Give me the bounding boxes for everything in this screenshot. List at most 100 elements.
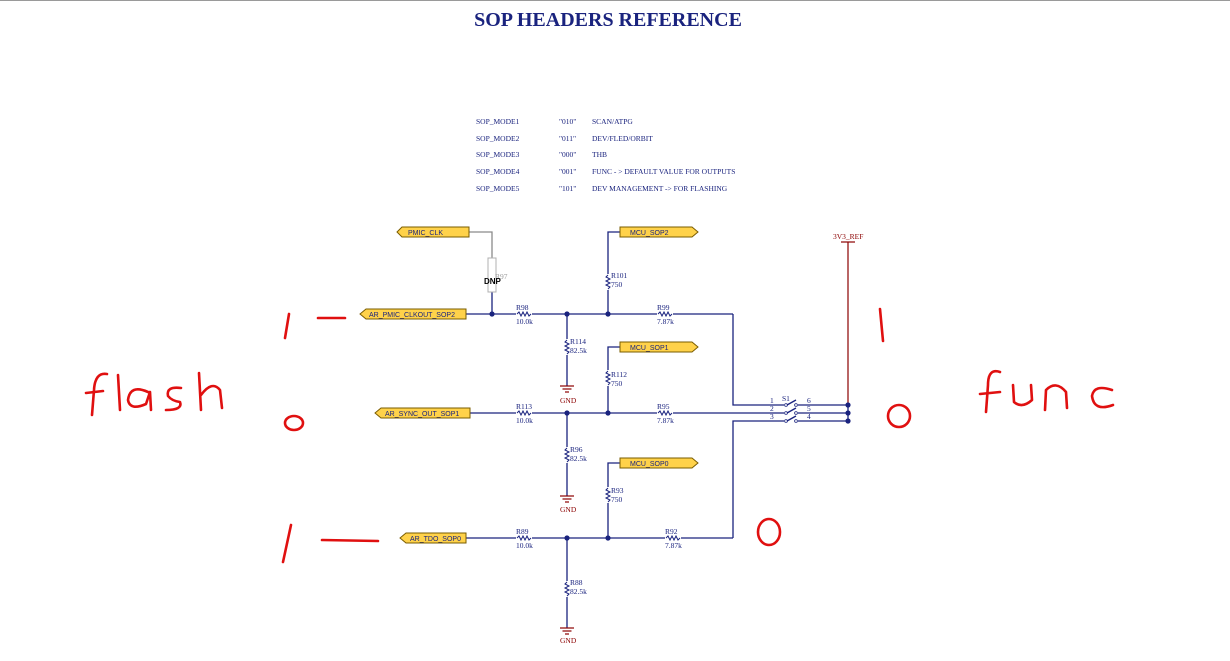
wire-mcu-sop1 xyxy=(607,346,620,413)
resistor-value: 10.0k xyxy=(516,541,533,550)
port-mcu-sop1: MCU_SOP1 xyxy=(619,341,699,353)
ground-label: GND xyxy=(560,505,577,514)
handwritten-func xyxy=(978,370,1115,414)
resistor-r114 xyxy=(564,339,570,355)
resistor-labels: R98 10.0k R99 7.87k R101 750 R114 82.5k … xyxy=(516,271,682,596)
handwritten-bit-one xyxy=(878,307,885,343)
resistor-ref: R113 xyxy=(516,402,532,411)
resistor-r88 xyxy=(564,581,570,597)
mode-description: DEV MANAGEMENT -> FOR FLASHING xyxy=(592,183,728,193)
handwritten-flash xyxy=(84,371,224,417)
junction-node xyxy=(845,402,851,408)
port-label: PMIC_CLK xyxy=(408,230,443,237)
resistor-r113 xyxy=(516,410,532,416)
mode-name: SOP_MODE2 xyxy=(476,133,520,143)
junction-node xyxy=(605,410,611,416)
port-label: MCU_SOP2 xyxy=(630,230,669,237)
ground-symbols: GND GND GND xyxy=(560,385,577,645)
dnp-resistor-r97: R97 DNP xyxy=(484,257,508,293)
resistor-value: 750 xyxy=(611,495,623,504)
page-title: SOP HEADERS REFERENCE xyxy=(474,9,742,31)
port-label: MCU_SOP0 xyxy=(630,461,669,468)
switch-pin-label: 3 xyxy=(770,412,774,421)
handwritten-bit-zero xyxy=(283,414,305,432)
resistor-r99 xyxy=(657,311,673,317)
resistor-value: 82.5k xyxy=(570,454,587,463)
mode-name: SOP_MODE1 xyxy=(476,117,520,126)
port-label: AR_SYNC_OUT_SOP1 xyxy=(385,411,459,418)
resistor-value: 750 xyxy=(611,379,623,388)
resistor-value: 750 xyxy=(611,280,623,289)
mode-code: "001" xyxy=(559,167,577,177)
mode-code: "000" xyxy=(559,150,577,160)
port-ar-sync-out-sop1: AR_SYNC_OUT_SOP1 xyxy=(374,407,471,419)
ground-label: GND xyxy=(560,636,577,645)
port-label: AR_PMIC_CLKOUT_SOP2 xyxy=(369,312,455,319)
switch-ref-label: S1 xyxy=(782,394,790,403)
mode-description: SCAN/ATPG xyxy=(592,117,633,126)
resistor-ref: R112 xyxy=(611,370,627,379)
r97-ref-label: R97 xyxy=(495,272,508,281)
resistor-value: 7.87k xyxy=(657,317,674,326)
junction-node xyxy=(605,311,611,317)
handwritten-bit-zero xyxy=(756,517,782,547)
resistor-r95 xyxy=(657,410,673,416)
handwritten-annotations xyxy=(84,307,1115,564)
ground-label: GND xyxy=(560,396,577,405)
resistor-ref: R95 xyxy=(657,402,670,411)
resistor-ref: R99 xyxy=(657,303,670,312)
switch-pin-label: 4 xyxy=(807,412,811,421)
junction-nodes xyxy=(489,311,851,541)
dnp-label: DNP xyxy=(484,277,502,286)
resistor-value: 7.87k xyxy=(657,416,674,425)
mode-code: "101" xyxy=(559,183,577,193)
resistor-r89 xyxy=(516,535,532,541)
mode-description: FUNC - > DEFAULT VALUE FOR OUTPUTS xyxy=(592,167,736,177)
port-mcu-sop0: MCU_SOP0 xyxy=(619,457,699,469)
power-symbol: 3V3_REF xyxy=(833,232,863,243)
resistor-r101 xyxy=(605,274,611,290)
resistor-ref: R101 xyxy=(611,271,628,280)
port-pmic-clk: PMIC_CLK xyxy=(396,226,470,238)
mode-name: SOP_MODE3 xyxy=(476,150,520,160)
junction-node xyxy=(489,311,495,317)
resistor-value: 82.5k xyxy=(570,346,587,355)
mode-code: "010" xyxy=(559,117,577,126)
mode-description: THB xyxy=(592,150,607,160)
wire-pmic-clk xyxy=(469,231,493,258)
resistor-ref: R93 xyxy=(611,486,624,495)
top-border xyxy=(0,0,1230,1)
resistor-bodies xyxy=(516,274,681,597)
switch-pin-label: 2 xyxy=(770,404,774,413)
resistor-value: 10.0k xyxy=(516,416,533,425)
port-flags: PMIC_CLK MCU_SOP2 MCU_SOP1 MCU_SOP0 AR_P… xyxy=(359,226,699,544)
resistor-r98 xyxy=(516,311,532,317)
port-ar-tdo-sop0: AR_TDO_SOP0 xyxy=(399,532,467,544)
wire-sop2-to-switch xyxy=(732,314,765,406)
switch-lever-icon xyxy=(786,415,797,422)
resistor-ref: R88 xyxy=(570,578,583,587)
switch-pin-label: 6 xyxy=(807,396,811,405)
junction-node xyxy=(564,311,570,317)
handwritten-bit-zero xyxy=(886,403,912,429)
junction-node xyxy=(845,418,851,424)
resistor-ref: R89 xyxy=(516,527,529,536)
resistor-value: 7.87k xyxy=(665,541,682,550)
resistor-r112 xyxy=(605,370,611,386)
junction-node xyxy=(605,535,611,541)
net-wires xyxy=(466,231,849,628)
mode-description: DEV/FLED/ORBIT xyxy=(592,133,653,143)
handwritten-bit-one xyxy=(281,523,293,564)
mode-code: "011" xyxy=(559,133,577,143)
power-label: 3V3_REF xyxy=(833,232,863,241)
port-label: AR_TDO_SOP0 xyxy=(410,536,461,543)
mode-name: SOP_MODE4 xyxy=(476,167,520,177)
resistor-value: 82.5k xyxy=(570,587,587,596)
resistor-r96 xyxy=(564,447,570,463)
resistor-ref: R92 xyxy=(665,527,678,536)
port-label: MCU_SOP1 xyxy=(630,345,669,352)
resistor-r92 xyxy=(665,535,681,541)
resistor-ref: R114 xyxy=(570,337,586,346)
resistor-ref: R98 xyxy=(516,303,529,312)
